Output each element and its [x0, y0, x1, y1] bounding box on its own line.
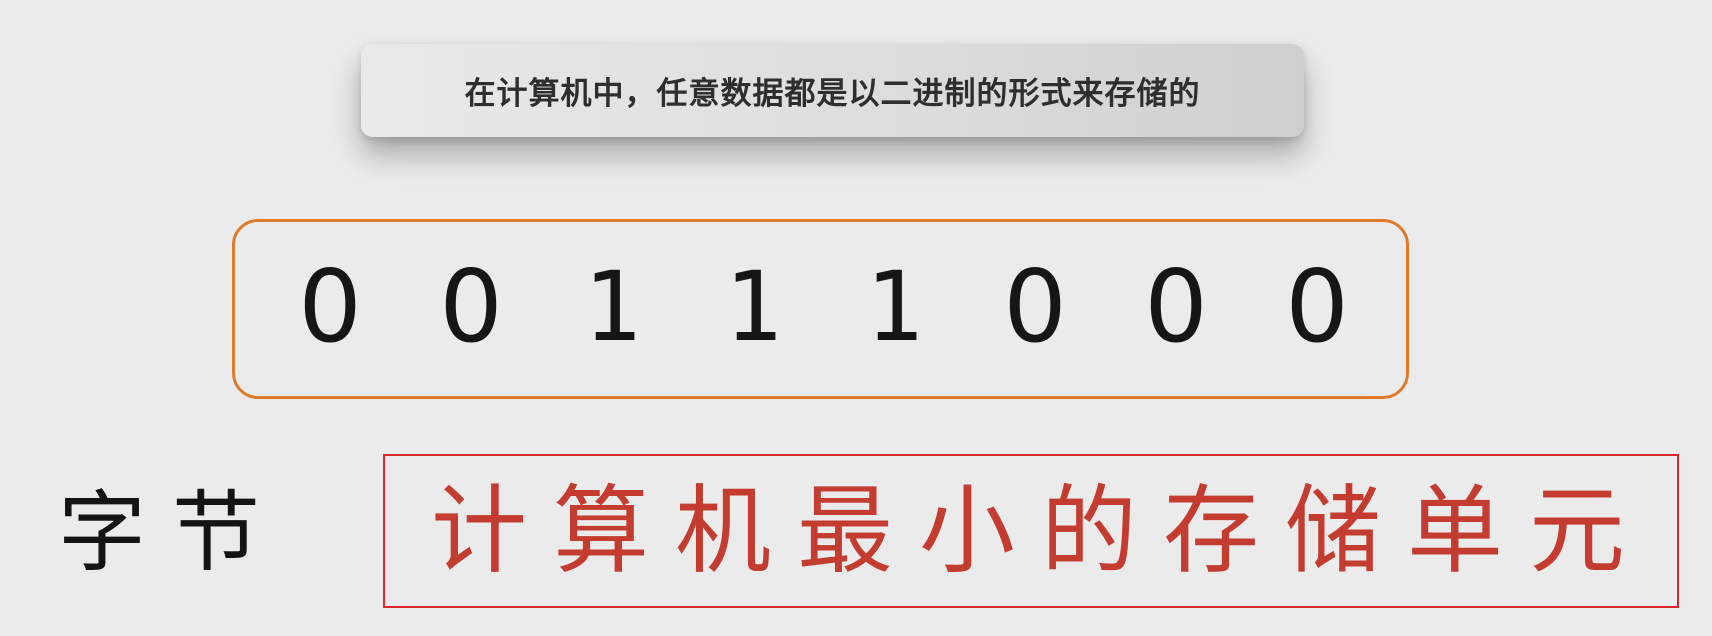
- bit-5: 1: [865, 251, 923, 363]
- binary-byte-box: 0 0 1 1 1 0 0 0: [232, 219, 1409, 399]
- bit-3: 1: [583, 251, 641, 363]
- bit-4: 1: [724, 251, 782, 363]
- definition-box: 计算机最小的存储单元: [383, 454, 1679, 608]
- bit-8: 0: [1285, 248, 1349, 365]
- byte-label: 字节: [58, 481, 287, 584]
- bit-6: 0: [1003, 248, 1067, 365]
- bit-2: 0: [439, 248, 503, 365]
- bit-1: 0: [298, 248, 362, 365]
- definition-text: 计算机最小的存储单元: [431, 475, 1651, 587]
- title-banner: 在计算机中，任意数据都是以二进制的形式来存储的: [361, 44, 1304, 137]
- banner-text: 在计算机中，任意数据都是以二进制的形式来存储的: [464, 76, 1201, 112]
- bit-7: 0: [1144, 248, 1208, 365]
